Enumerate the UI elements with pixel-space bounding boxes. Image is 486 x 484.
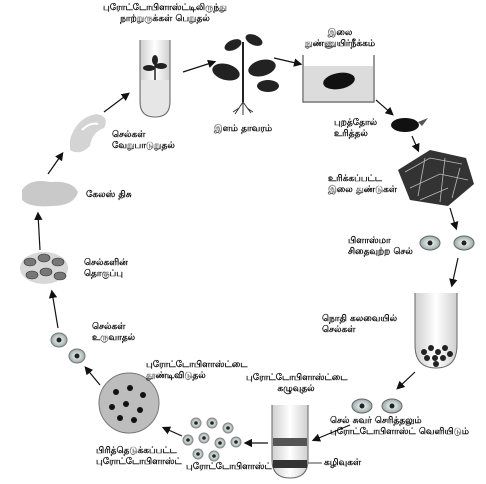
label-cell-colony-line1: செல்களின் xyxy=(84,258,128,269)
label-plantlet-line1: புரோட்டோபிளாஸ்ட்டிலிருந்து xyxy=(100,3,230,14)
label-peeled-leaf-line2: இலை துண்டுகள் xyxy=(328,185,397,196)
label-epidermis-removal: புறத்தோல் உரித்தல் xyxy=(334,118,377,140)
label-cell-colony-line2: தொகுப்பு xyxy=(84,269,128,280)
arrow-15 xyxy=(104,94,128,112)
arrow-7 xyxy=(398,372,415,388)
label-enzyme-cells-line1: நொதி கலவையில் xyxy=(322,314,397,325)
label-wall-digestion-line2: புரோட்டோபிளாஸ்ட் வெளியிடும் xyxy=(330,427,469,438)
label-plasmolysed-cell: பிளாஸ்மா சிதைவுற்ற செல் xyxy=(348,236,413,258)
wash-test-tube xyxy=(272,405,322,478)
label-wall-digestion-line1: செல் சுவர் செரித்தலும் xyxy=(330,416,469,427)
label-leaf-sterilization: இலை நுண்ணுயிர்நீக்கம் xyxy=(300,28,380,50)
sterilization-beaker xyxy=(303,55,374,102)
cell-colony xyxy=(20,252,68,284)
protoplast-cluster xyxy=(183,418,241,461)
arrow-14 xyxy=(48,154,62,174)
label-differentiation-line1: செல்கள் xyxy=(112,130,175,141)
label-differentiation: செல்கள் வேறுபாடுறுதல் xyxy=(112,130,175,152)
differentiating-tissue xyxy=(70,114,106,152)
peeled-leaf-pieces xyxy=(398,150,474,206)
label-peeled-leaf-line1: உரிக்கப்பட்ட xyxy=(328,174,397,185)
enzyme-test-tube xyxy=(415,293,457,368)
peeling-leaf xyxy=(391,118,428,132)
plantlet-test-tube xyxy=(140,40,170,117)
arrow-13 xyxy=(38,214,40,250)
label-plasmolysed-cell-line1: பிளாஸ்மா xyxy=(348,236,413,247)
label-cell-colony: செல்களின் தொகுப்பு xyxy=(84,258,128,280)
label-debris: கழிவுகள் xyxy=(324,458,361,469)
label-enzyme-cells-line2: செல்கள் xyxy=(322,325,397,336)
arrow-3 xyxy=(376,100,392,114)
label-differentiation-line2: வேறுபாடுறுதல் xyxy=(112,141,175,152)
digesting-cells xyxy=(352,399,402,413)
label-protoplast-culture-line2: தூண்டிவிடுதல் xyxy=(146,371,247,382)
arrow-5 xyxy=(450,208,456,228)
label-cell-formation-line1: செல்கள் xyxy=(92,322,135,333)
label-protoplast: புரோட்டோபிளாஸ்ட் xyxy=(186,462,272,473)
label-isolated-protoplast: பிரித்தெடுக்கப்பட்ட புரோட்டோபிளாஸ்ட் xyxy=(96,446,182,468)
label-leaf-sterilization-line2: நுண்ணுயிர்நீக்கம் xyxy=(300,39,380,50)
label-epidermis-removal-line1: புறத்தோல் xyxy=(334,118,377,129)
plasmolysed-cells xyxy=(420,236,474,250)
label-protoplast-culture-line1: புரோட்டோபிளாஸ்ட்டை xyxy=(146,360,247,371)
culture-dish xyxy=(99,373,159,433)
arrow-11 xyxy=(86,368,100,385)
label-epidermis-removal-line2: உரித்தல் xyxy=(334,129,377,140)
label-leaf-sterilization-line1: இலை xyxy=(300,28,380,39)
label-peeled-leaf: உரிக்கப்பட்ட இலை துண்டுகள் xyxy=(328,174,397,196)
arrow-2 xyxy=(274,58,300,64)
label-protoplast-wash: புரோட்டோபிளாஸ்ட்டை கழுவுதல் xyxy=(246,373,346,395)
label-protoplast-wash-line1: புரோட்டோபிளாஸ்ட்டை xyxy=(246,373,346,384)
label-plantlet-line2: நாற்றுருக்கள் பெறுதல் xyxy=(100,14,230,25)
label-enzyme-cells: நொதி கலவையில் செல்கள் xyxy=(322,314,397,336)
label-cell-formation: செல்கள் உருவாதல் xyxy=(92,322,135,344)
label-plasmolysed-cell-line2: சிதைவுற்ற செல் xyxy=(348,247,413,258)
label-isolated-protoplast-line1: பிரித்தெடுக்கப்பட்ட xyxy=(96,446,182,457)
label-plantlet: புரோட்டோபிளாஸ்ட்டிலிருந்து நாற்றுருக்கள்… xyxy=(100,3,230,25)
label-protoplast-culture: புரோட்டோபிளாஸ்ட்டை தூண்டிவிடுதல் xyxy=(146,360,247,382)
label-cell-formation-line2: உருவாதல் xyxy=(92,333,135,344)
label-isolated-protoplast-line2: புரோட்டோபிளாஸ்ட் xyxy=(96,457,182,468)
arrow-1 xyxy=(183,62,214,72)
young-plant xyxy=(210,32,279,115)
arrow-4 xyxy=(412,136,418,150)
label-young-plant: இளம் தாவரம் xyxy=(210,124,276,135)
arrow-12 xyxy=(52,292,58,328)
label-callus: கேலஸ் திசு xyxy=(86,190,132,201)
label-protoplast-wash-line2: கழுவுதல் xyxy=(246,384,346,395)
label-wall-digestion: செல் சுவர் செரித்தலும் புரோட்டோபிளாஸ்ட் … xyxy=(330,416,469,438)
arrow-6 xyxy=(452,258,458,285)
arrow-10 xyxy=(164,428,182,436)
callus-tissue xyxy=(22,181,78,206)
forming-cells xyxy=(51,333,85,363)
